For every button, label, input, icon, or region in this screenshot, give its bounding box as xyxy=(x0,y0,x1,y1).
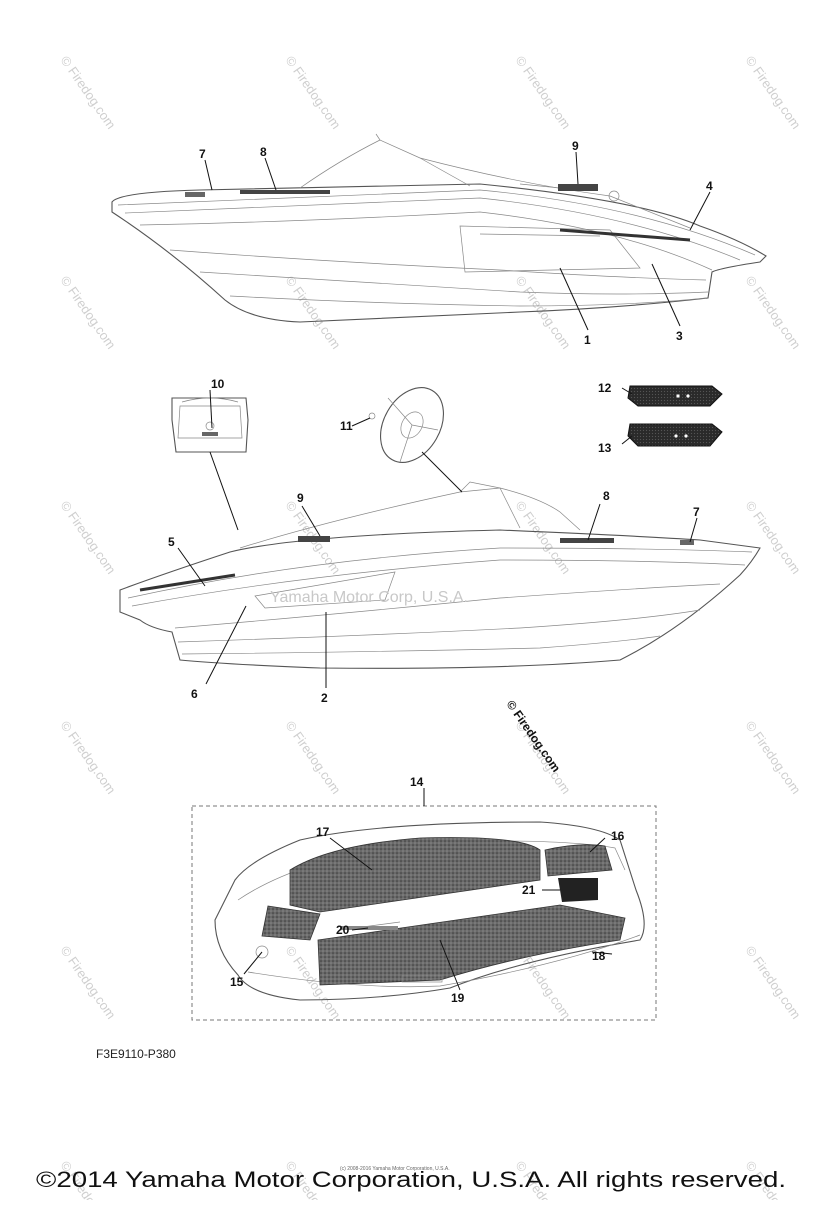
deck-mat-view xyxy=(214,821,645,1001)
boat-bottom-view xyxy=(119,481,761,669)
callout-12: 12 xyxy=(598,381,612,395)
watermark-5: © Firedog.com xyxy=(283,273,344,352)
callout-9-top: 9 xyxy=(572,139,579,153)
watermark-2: © Firedog.com xyxy=(513,53,574,132)
watermark-13: © Firedog.com xyxy=(283,718,344,797)
watermark-19: © Firedog.com xyxy=(743,943,804,1022)
callout-8-bottom: 8 xyxy=(603,489,610,503)
boat-top-view xyxy=(111,133,767,323)
callout-16: 16 xyxy=(611,829,625,843)
callout-15: 15 xyxy=(230,975,244,989)
callout-10: 10 xyxy=(211,377,225,391)
callout-21: 21 xyxy=(522,883,536,897)
watermark-15: © Firedog.com xyxy=(743,718,804,797)
callout-17: 17 xyxy=(316,825,330,839)
watermark-10: © Firedog.com xyxy=(513,498,574,577)
callout-2: 2 xyxy=(321,691,328,705)
watermark-12: © Firedog.com xyxy=(58,718,119,797)
steering-wheel xyxy=(368,387,444,463)
callout-5: 5 xyxy=(168,535,175,549)
callout-1: 1 xyxy=(584,333,591,347)
callout-7-bottom: 7 xyxy=(693,505,700,519)
callout-18: 18 xyxy=(592,949,606,963)
leader-lines xyxy=(177,151,711,991)
watermark-11: © Firedog.com xyxy=(743,498,804,577)
callout-11: 11 xyxy=(340,419,353,433)
callout-14: 14 xyxy=(410,775,424,789)
traction-pads xyxy=(627,385,723,447)
callout-19: 19 xyxy=(451,991,465,1005)
copyright-notice: ©2014 Yamaha Motor Corporation, U.S.A. A… xyxy=(36,1167,786,1192)
watermark-0: © Firedog.com xyxy=(58,53,119,132)
watermark-4: © Firedog.com xyxy=(58,273,119,352)
callout-13: 13 xyxy=(598,441,612,455)
callout-7-top: 7 xyxy=(199,147,206,161)
watermark-8: © Firedog.com xyxy=(58,498,119,577)
callout-20: 20 xyxy=(336,923,350,937)
center-watermark: Yamaha Motor Corp, U.S.A. xyxy=(270,589,468,606)
callout-labels: 7 8 9 4 3 1 10 11 12 13 9 8 7 5 6 2 14 1… xyxy=(168,139,713,1005)
callout-6: 6 xyxy=(191,687,198,701)
watermark-7: © Firedog.com xyxy=(743,273,804,352)
watermark-3: © Firedog.com xyxy=(743,53,804,132)
watermark-layer: © Firedog.com © Firedog.com © Firedog.com ©… xyxy=(58,53,804,1205)
firedog-label: © Firedog.com xyxy=(504,698,564,775)
callout-3: 3 xyxy=(676,329,683,343)
callout-8-top: 8 xyxy=(260,145,267,159)
callout-4: 4 xyxy=(706,179,713,193)
watermark-1: © Firedog.com xyxy=(283,53,344,132)
transom-inset xyxy=(171,397,249,453)
callout-9-bottom: 9 xyxy=(297,491,304,505)
fine-print: (c) 2008-2016 Yamaha Motor Corporation, … xyxy=(340,1166,450,1172)
diagram-code: F3E9110-P380 xyxy=(96,1047,176,1061)
watermark-16: © Firedog.com xyxy=(58,943,119,1022)
